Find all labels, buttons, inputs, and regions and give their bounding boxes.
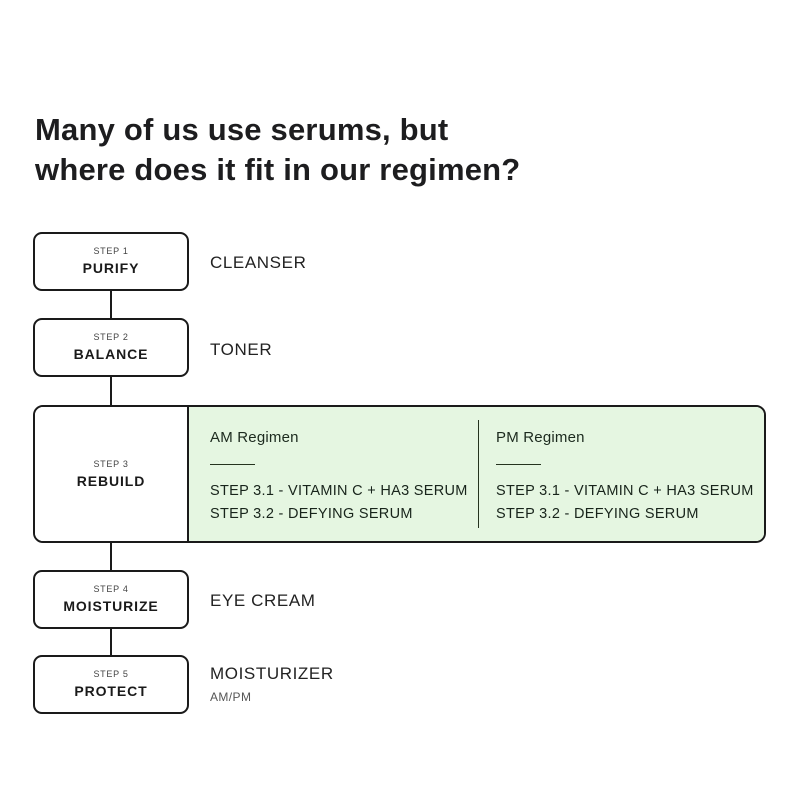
regimen-divider bbox=[210, 464, 255, 465]
flow-connector bbox=[110, 377, 112, 405]
regimen-details: AM Regimen STEP 3.1 - VITAMIN C + HA3 SE… bbox=[189, 407, 764, 541]
am-regimen-column: AM Regimen STEP 3.1 - VITAMIN C + HA3 SE… bbox=[189, 420, 479, 528]
step-name-label: MOISTURIZE bbox=[63, 598, 159, 614]
pm-regimen-title: PM Regimen bbox=[496, 429, 585, 446]
step-name-label: PURIFY bbox=[82, 260, 140, 276]
regimen-panel: STEP 3 REBUILD AM Regimen STEP 3.1 - VIT… bbox=[33, 405, 766, 543]
step-name-label: BALANCE bbox=[73, 346, 149, 362]
step-number-label: STEP 1 bbox=[93, 246, 129, 256]
page-title-line2: where does it fit in our regimen? bbox=[35, 152, 521, 187]
step-name-label: REBUILD bbox=[76, 472, 146, 489]
regimen-item: STEP 3.1 - VITAMIN C + HA3 SERUM bbox=[210, 483, 468, 499]
page-title-line1: Many of us use serums, but bbox=[35, 112, 449, 147]
step-number-label: STEP 4 bbox=[93, 584, 129, 594]
flow-connector bbox=[110, 543, 112, 570]
step-number-label: STEP 2 bbox=[93, 332, 129, 342]
product-note-am-pm: AM/PM bbox=[210, 690, 252, 704]
flow-connector bbox=[110, 629, 112, 655]
step-name-label: PROTECT bbox=[74, 683, 148, 699]
am-regimen-title: AM Regimen bbox=[210, 429, 299, 446]
regimen-item: STEP 3.2 - DEFYING SERUM bbox=[210, 505, 413, 522]
page-title: Many of us use serums, but where does it… bbox=[35, 110, 520, 190]
step-box-protect: STEP 5 PROTECT bbox=[33, 655, 189, 714]
regimen-divider bbox=[496, 464, 541, 465]
product-label-moisturizer: MOISTURIZER AM/PM bbox=[210, 664, 334, 707]
product-label-cleanser: CLEANSER bbox=[210, 253, 307, 272]
product-label-text: MOISTURIZER bbox=[210, 664, 334, 683]
step-box-rebuild: STEP 3 REBUILD bbox=[35, 407, 189, 541]
product-label-toner: TONER bbox=[210, 340, 273, 359]
product-label-eye-cream: EYE CREAM bbox=[210, 591, 316, 610]
regimen-item: STEP 3.1 - VITAMIN C + HA3 SERUM bbox=[496, 483, 754, 499]
step-number-label: STEP 3 bbox=[93, 458, 129, 469]
step-number-label: STEP 5 bbox=[93, 669, 129, 679]
step-box-purify: STEP 1 PURIFY bbox=[33, 232, 189, 291]
step-box-balance: STEP 2 BALANCE bbox=[33, 318, 189, 377]
pm-regimen-column: PM Regimen STEP 3.1 - VITAMIN C + HA3 SE… bbox=[479, 420, 764, 528]
regimen-item: STEP 3.2 - DEFYING SERUM bbox=[496, 505, 699, 522]
step-box-moisturize: STEP 4 MOISTURIZE bbox=[33, 570, 189, 629]
flow-connector bbox=[110, 291, 112, 318]
